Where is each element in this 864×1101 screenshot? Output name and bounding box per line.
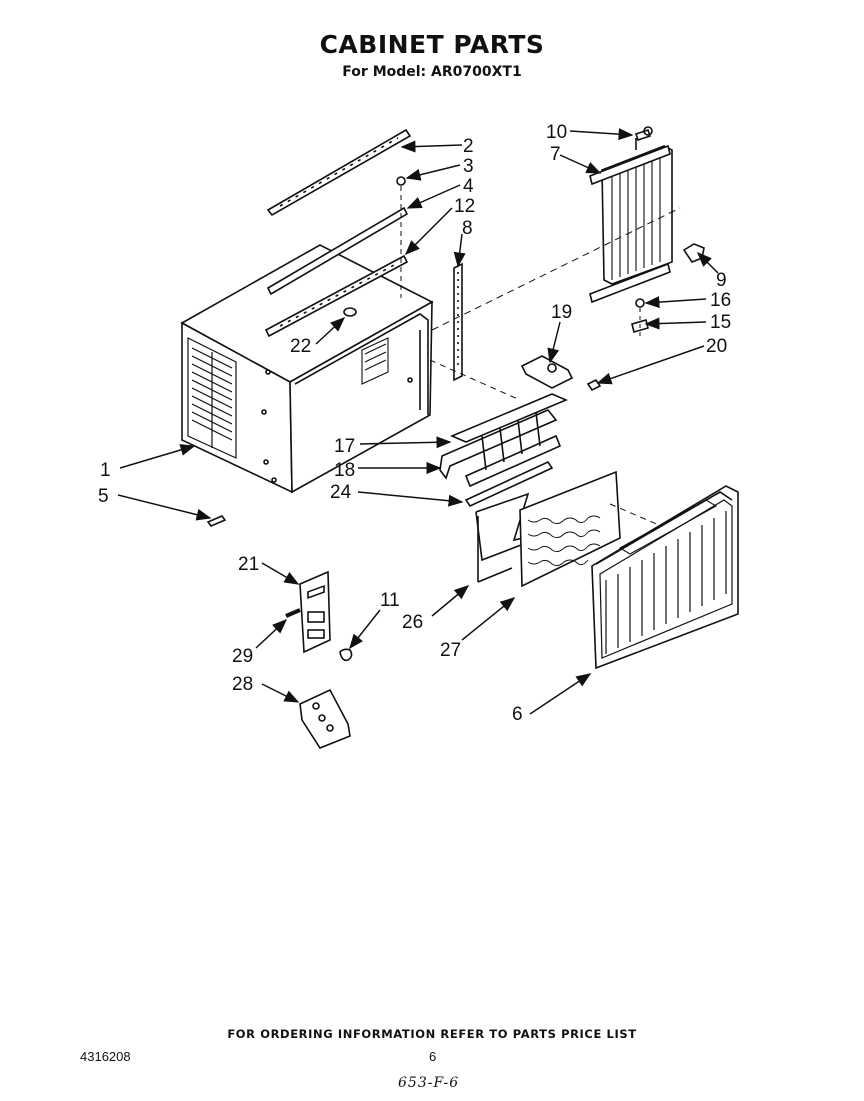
screw-3	[396, 176, 406, 298]
callout-1: 1	[100, 460, 111, 481]
knob-9	[682, 243, 705, 263]
front-frame-17-18	[439, 393, 569, 488]
callout-20: 20	[706, 336, 727, 357]
callout-15: 15	[710, 312, 731, 333]
bracket-19	[520, 355, 574, 389]
screw-5	[206, 515, 227, 527]
callout-22: 22	[290, 336, 311, 357]
screw-16	[635, 298, 645, 308]
callout-19: 19	[551, 302, 572, 323]
model-subtitle: For Model: AR0700XT1	[342, 64, 522, 80]
document-number: 4316208	[80, 1049, 131, 1064]
callout-8: 8	[462, 218, 473, 239]
callout-21: 21	[238, 554, 259, 575]
callout-12: 12	[454, 196, 475, 217]
front-grille-6	[591, 485, 739, 670]
callout-27: 27	[440, 640, 461, 661]
cabinet-shell	[180, 244, 434, 494]
ordering-note: FOR ORDERING INFORMATION REFER TO PARTS …	[227, 1027, 637, 1041]
callout-7: 7	[550, 144, 561, 165]
rail-12	[264, 254, 409, 338]
callout-2: 2	[463, 136, 474, 157]
callout-9: 9	[716, 270, 727, 291]
callout-26: 26	[402, 612, 423, 633]
screw-10	[634, 128, 652, 142]
control-plate-21	[299, 570, 331, 654]
callout-11: 11	[380, 590, 400, 611]
knob-11	[339, 648, 353, 662]
callout-29: 29	[232, 646, 253, 667]
handwritten-code: 653-F-6	[398, 1075, 460, 1091]
top-rail-2	[266, 128, 412, 217]
callout-28: 28	[232, 674, 253, 695]
side-strip-8	[453, 262, 463, 382]
screw-29	[285, 608, 301, 618]
callout-3: 3	[463, 156, 474, 177]
callout-5: 5	[98, 486, 109, 507]
callout-10: 10	[546, 122, 567, 143]
callout-17: 17	[334, 436, 355, 457]
side-curtain-7	[589, 126, 673, 304]
page-title: CABINET PARTS	[319, 30, 545, 59]
callout-24: 24	[330, 482, 352, 503]
rail-4	[266, 206, 409, 296]
callout-16: 16	[710, 290, 731, 311]
callout-4: 4	[463, 176, 474, 197]
bracket-28	[299, 688, 351, 749]
callout-6: 6	[512, 704, 523, 725]
callout-18: 18	[334, 460, 355, 481]
cap-22	[343, 307, 357, 317]
filter-27	[519, 470, 621, 588]
page-number: 6	[429, 1049, 437, 1064]
strip-24	[464, 460, 554, 508]
clip-20	[586, 378, 602, 392]
